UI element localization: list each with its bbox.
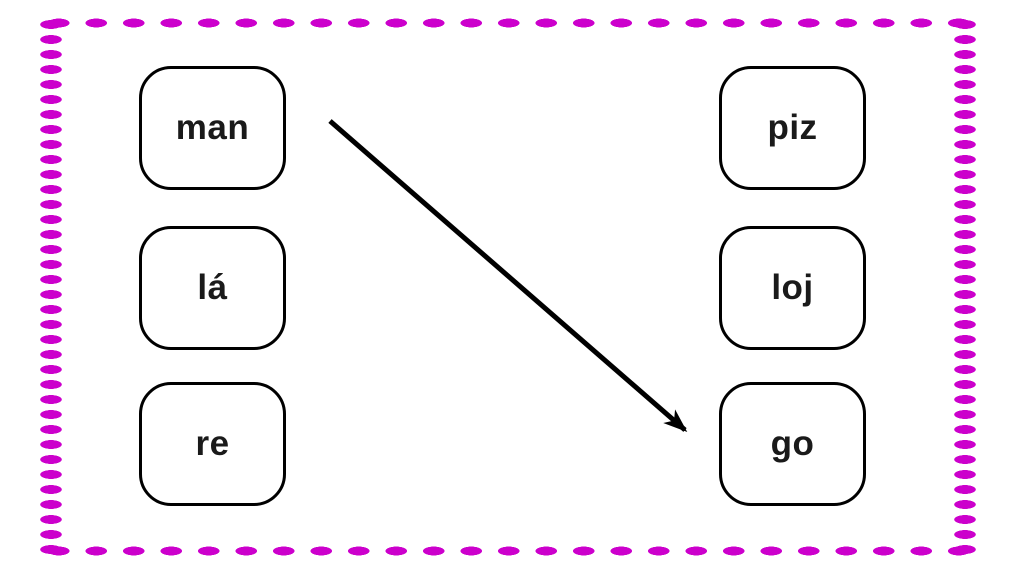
dotted-border-bottom [40,546,984,556]
dotted-border-top [40,18,984,28]
syllable-label: go [770,424,815,463]
syllable-label: loj [771,268,814,307]
syllable-label: man [175,108,250,147]
dotted-border-left [40,17,62,558]
syllable-card-piz[interactable]: piz [719,66,866,190]
syllable-card-la[interactable]: lá [139,226,286,350]
syllable-card-go[interactable]: go [719,382,866,506]
syllable-card-man[interactable]: man [139,66,286,190]
syllable-card-loj[interactable]: loj [719,226,866,350]
syllable-label: lá [197,268,228,307]
syllable-card-re[interactable]: re [139,382,286,506]
syllable-label: re [195,424,230,463]
syllable-label: piz [767,108,818,147]
dotted-border-right [954,17,976,558]
